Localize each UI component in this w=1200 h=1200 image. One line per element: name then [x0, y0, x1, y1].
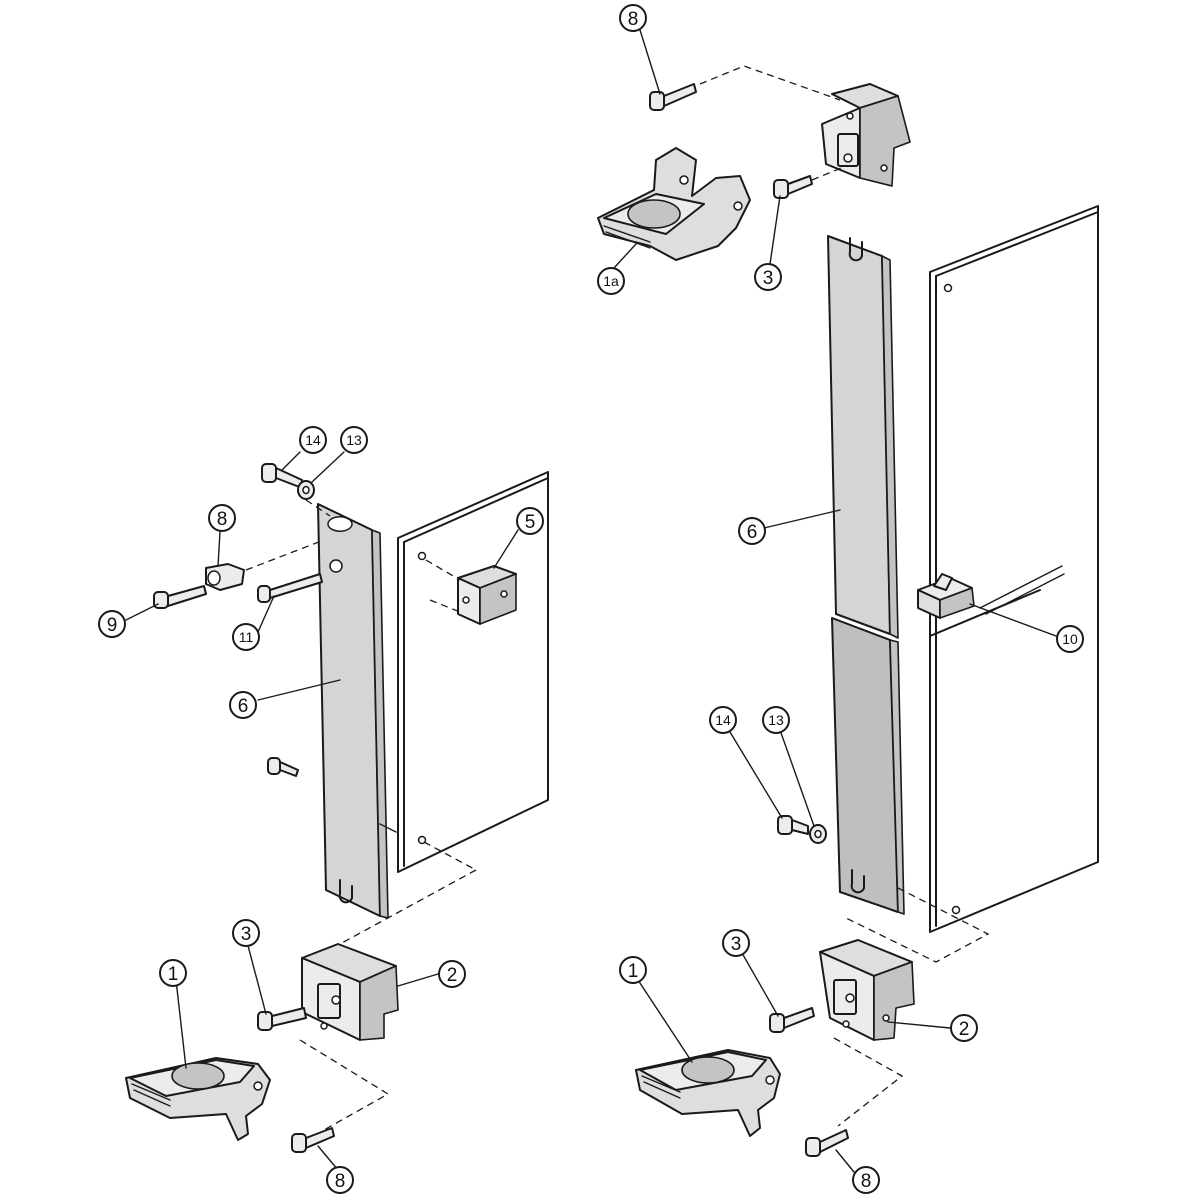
svg-text:6: 6	[747, 522, 758, 543]
left-screw-14-and-washer-13	[261, 463, 331, 517]
svg-text:13: 13	[346, 432, 362, 448]
right-callout-10: 10	[1056, 625, 1084, 653]
right-callout-1: 1	[619, 956, 647, 984]
right-leader-lines	[613, 29, 1057, 1173]
svg-text:3: 3	[241, 924, 252, 945]
svg-text:1a: 1a	[603, 273, 619, 289]
right-callout-8-bottom: 8	[852, 1166, 880, 1194]
right-callout-14: 14	[709, 706, 737, 734]
left-callout-8-bottom: 8	[326, 1166, 354, 1194]
svg-text:6: 6	[238, 696, 249, 717]
left-callout-14: 14	[299, 426, 327, 454]
left-callout-9: 9	[98, 610, 126, 638]
left-callout-8-top: 8	[208, 504, 236, 532]
svg-text:3: 3	[763, 268, 774, 289]
svg-text:14: 14	[715, 712, 731, 728]
right-screw-3-bottom	[769, 1007, 815, 1033]
svg-text:9: 9	[107, 615, 118, 636]
left-front-plate	[317, 503, 397, 919]
right-back-panel	[929, 205, 1099, 933]
svg-text:1: 1	[168, 964, 179, 985]
left-callout-11: 11	[232, 623, 260, 651]
left-screw-3	[257, 1007, 307, 1031]
right-callout-13: 13	[762, 706, 790, 734]
left-callout-1: 1	[159, 959, 187, 987]
left-callout-5: 5	[516, 507, 544, 535]
left-leader-lines	[125, 451, 519, 1171]
right-part-1a-handle	[597, 147, 751, 261]
svg-text:14: 14	[305, 432, 321, 448]
svg-text:13: 13	[768, 712, 784, 728]
svg-text:8: 8	[628, 9, 639, 30]
right-top-bracket	[821, 83, 911, 187]
left-plate-lower-screw	[267, 757, 299, 777]
right-part-10-clip	[917, 573, 975, 619]
right-callout-8-top: 8	[619, 4, 647, 32]
left-screw-8-bottom	[291, 1127, 335, 1153]
svg-text:8: 8	[335, 1171, 346, 1192]
right-screw-3-top	[773, 165, 847, 199]
right-screw-8-top	[649, 65, 841, 111]
right-callout-1a: 1a	[597, 267, 625, 295]
svg-text:5: 5	[525, 512, 536, 533]
left-part-5-bracket	[425, 559, 517, 625]
right-callout-3-bottom: 3	[722, 929, 750, 957]
left-part-8-and-9	[153, 539, 325, 609]
right-part-2-bracket	[819, 939, 915, 1041]
right-callout-6: 6	[738, 517, 766, 545]
right-screw-14-and-washer-13	[777, 815, 827, 844]
right-align-line-2	[833, 1037, 904, 1127]
svg-text:3: 3	[731, 934, 742, 955]
right-part-1-handle	[635, 1049, 781, 1137]
svg-text:2: 2	[959, 1019, 970, 1040]
svg-text:11: 11	[239, 629, 254, 645]
left-align-line-1	[423, 841, 477, 871]
svg-text:1: 1	[628, 961, 639, 982]
left-assembly: 14 13 8 9 11 5 6 3	[98, 426, 549, 1194]
left-part-1-handle	[125, 1057, 271, 1141]
svg-text:8: 8	[217, 509, 228, 530]
left-part-2-bracket	[301, 943, 399, 1041]
left-callout-2: 2	[438, 960, 466, 988]
left-screw-11	[257, 573, 323, 603]
right-callout-2: 2	[950, 1014, 978, 1042]
right-callout-3-top: 3	[754, 263, 782, 291]
svg-text:8: 8	[861, 1171, 872, 1192]
right-screw-8-bottom	[805, 1129, 849, 1157]
svg-text:2: 2	[447, 965, 458, 986]
left-callout-6: 6	[229, 691, 257, 719]
right-assembly: 8 1a 3 6 10 14 13 3	[597, 4, 1099, 1194]
svg-text:10: 10	[1062, 631, 1078, 647]
left-align-line-2	[339, 869, 477, 945]
right-align-line-1	[845, 887, 990, 963]
left-callout-13: 13	[340, 426, 368, 454]
right-front-plate	[827, 235, 905, 915]
left-callout-3: 3	[232, 919, 260, 947]
left-align-line-3	[299, 1039, 390, 1131]
